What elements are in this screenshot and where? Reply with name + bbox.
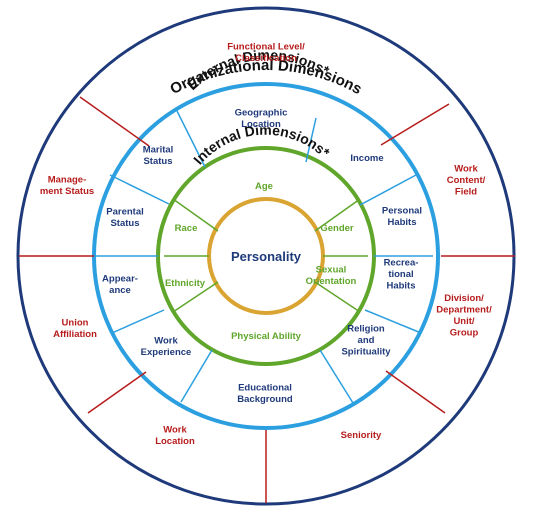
external-label-3-line: tional	[388, 269, 413, 280]
organizational-label-3: Seniority	[341, 430, 382, 441]
external-label-7-line: Appear-	[102, 273, 138, 284]
internal-label-1-line: Gender	[320, 223, 354, 234]
organizational-dividers	[19, 96, 515, 503]
external-label-2-line: Personal	[382, 205, 422, 216]
internal-label-3: Physical Ability	[231, 331, 302, 342]
organizational-label-3-line: Seniority	[341, 430, 382, 441]
organizational-label-0-line: Classification	[235, 53, 297, 64]
organizational-label-4-line: Work	[163, 424, 187, 435]
internal-label-5: Race	[175, 223, 198, 234]
organizational-label-5-line: Affiliation	[53, 329, 97, 340]
external-label-9-line: Marital	[143, 144, 174, 155]
external-label-3-line: Recrea-	[384, 258, 419, 269]
external-label-2-line: Habits	[387, 217, 416, 228]
external-label-6-line: Experience	[141, 347, 192, 358]
external-label-0-line: Location	[241, 119, 281, 130]
internal-label-5-line: Race	[175, 223, 198, 234]
organizational-label-6: Manage-ment Status	[40, 174, 94, 197]
organizational-label-5-line: Union	[62, 317, 89, 328]
organizational-label-1-line: Work	[454, 164, 478, 175]
internal-label-2-line: Sexual	[316, 264, 347, 275]
external-label-4-line: Spirituality	[341, 347, 391, 358]
internal-label-0-line: Age	[255, 181, 273, 192]
external-label-4-line: and	[358, 335, 375, 346]
external-label-8-line: Status	[110, 218, 139, 229]
organizational-label-2-line: Division/	[444, 293, 484, 304]
external-dividers	[95, 110, 433, 404]
external-label-7-line: ance	[109, 285, 131, 296]
organizational-label-2-line: Group	[450, 327, 479, 338]
core-label: Personality	[231, 249, 302, 264]
external-label-3-line: Habits	[386, 281, 415, 292]
organizational-label-2: Division/Department/Unit/Group	[436, 293, 492, 339]
external-label-6-line: Work	[154, 335, 178, 346]
organizational-label-2-line: Department/	[436, 304, 492, 315]
external-label-9-line: Status	[143, 156, 172, 167]
organizational-label-2-line: Unit/	[453, 316, 474, 327]
external-label-8-line: Parental	[106, 206, 144, 217]
internal-label-2-line: Orientation	[306, 276, 357, 287]
external-label-0-line: Geographic	[235, 107, 288, 118]
internal-label-0: Age	[255, 181, 273, 192]
external-label-7: Appear-ance	[102, 273, 138, 296]
external-label-1: Income	[350, 153, 383, 164]
external-label-5-line: Educational	[238, 382, 292, 393]
organizational-label-1-line: Content/	[447, 175, 486, 186]
organizational-label-4-line: Location	[155, 436, 195, 447]
internal-label-4-line: Ethnicity	[165, 278, 206, 289]
internal-label-4: Ethnicity	[165, 278, 206, 289]
external-label-1-line: Income	[350, 153, 383, 164]
internal-label-1: Gender	[320, 223, 354, 234]
organizational-label-6-line: Manage-	[48, 174, 87, 185]
organizational-label-0: Functional Level/Classification	[227, 41, 305, 64]
external-label-4-line: Religion	[347, 324, 385, 335]
internal-label-3-line: Physical Ability	[231, 331, 302, 342]
external-label-5-line: Background	[237, 394, 293, 405]
organizational-label-1-line: Field	[455, 187, 477, 198]
internal-dividers	[164, 198, 368, 313]
organizational-label-6-line: ment Status	[40, 186, 94, 197]
organizational-label-0-line: Functional Level/	[227, 41, 305, 52]
